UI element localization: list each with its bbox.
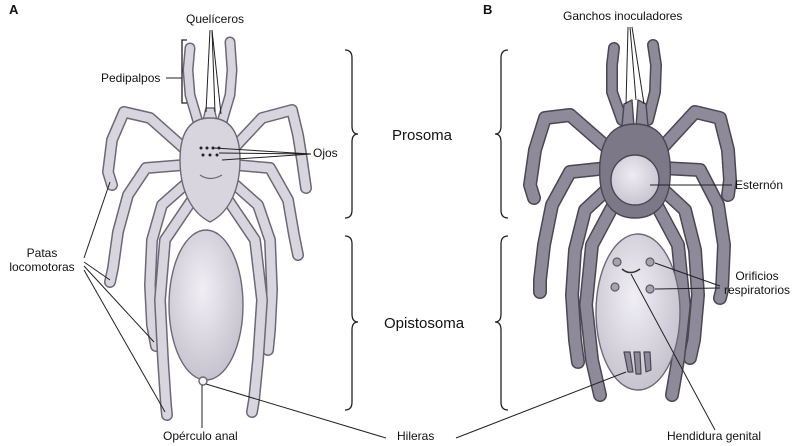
label-orificios-respiratorios: Orificios respiratorios xyxy=(716,269,798,297)
spinnerets xyxy=(624,352,651,374)
label-pedipalpos: Pedipalpos xyxy=(101,71,160,85)
spider-ventral-view xyxy=(530,45,730,395)
sternum xyxy=(611,155,659,205)
panel-label-b: B xyxy=(483,2,492,17)
label-orificios-line2: respiratorios xyxy=(724,283,790,297)
label-patas-locomotoras: Patas locomotoras xyxy=(2,246,82,274)
panel-label-a: A xyxy=(9,2,18,17)
label-orificios-line1: Orificios xyxy=(735,269,778,283)
brace-opistosoma-left xyxy=(495,236,508,410)
brace-prosoma-right xyxy=(345,50,358,218)
label-ojos: Ojos xyxy=(313,146,338,160)
anal-operculum xyxy=(199,377,207,385)
ventral-pedipalps xyxy=(612,45,656,120)
label-opistosoma: Opistosoma xyxy=(384,315,464,332)
label-hileras: Hileras xyxy=(397,429,434,443)
label-esternon: Esternón xyxy=(735,178,783,192)
brace-opistosoma-right xyxy=(345,236,358,410)
label-ganchos-inoculadores: Ganchos inoculadores xyxy=(563,9,682,23)
label-operculo-anal: Opérculo anal xyxy=(163,429,238,443)
label-queliceros: Quelíceros xyxy=(186,12,244,26)
label-hendidura-genital: Hendidura genital xyxy=(667,429,761,443)
label-prosoma: Prosoma xyxy=(392,127,452,144)
label-patas-line1: Patas xyxy=(27,246,58,260)
label-patas-line2: locomotoras xyxy=(9,260,74,274)
brace-prosoma-left xyxy=(495,50,508,218)
dorsal-opisthosoma xyxy=(169,230,243,380)
